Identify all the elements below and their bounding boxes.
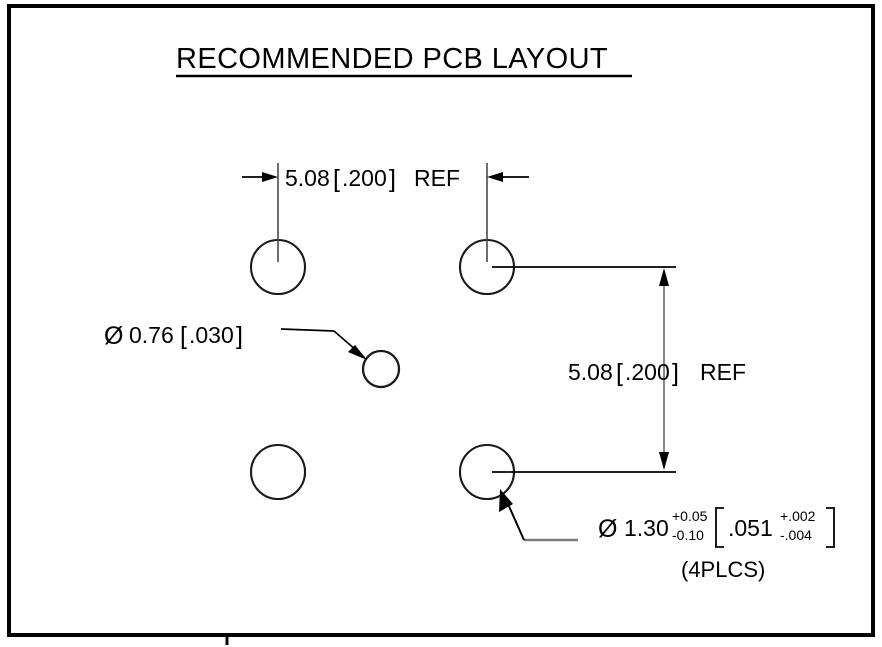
vertical-dimension-label: 5.08 [ .200 ] REF [568, 359, 746, 387]
large-hole-inch-tol-upper: +.002 [780, 508, 816, 524]
small-hole-bracket-open: [ [180, 322, 187, 350]
leader-arrow-small-hole [348, 345, 367, 360]
large-hole-bracket-open-icon [715, 507, 724, 548]
small-hole-bracket-close: ] [236, 322, 243, 350]
large-hole-value: 1.30 [624, 515, 669, 541]
dim-arrow-vertical-top [659, 268, 669, 286]
vertical-dimension-bracket-close: ] [672, 359, 679, 387]
dim-arrow-horizontal-left [262, 172, 278, 182]
dim-arrow-vertical-bottom [659, 452, 669, 470]
large-hole-tol-lower: -0.10 [672, 527, 704, 543]
page-title: RECOMMENDED PCB LAYOUT [176, 43, 608, 75]
large-hole-tol-upper: +0.05 [672, 508, 708, 524]
dim-arrow-horizontal-right [487, 172, 503, 182]
horizontal-dimension-inch-value: .200 [342, 165, 387, 191]
large-hole-inch-tol-lower: -.004 [780, 527, 812, 543]
horizontal-dimension-reference: REF [414, 165, 460, 191]
large-hole-callout-label: Ø 1.30 +0.05 -0.10 .051 +.002 -.004 [598, 507, 835, 548]
small-hole-inch-value: .030 [189, 322, 234, 348]
small-hole-callout-label: Ø 0.76 [ .030 ] [104, 322, 243, 350]
drawing-frame-border [7, 4, 875, 637]
leader-arrow-large-hole [499, 489, 513, 512]
horizontal-dimension-bracket-close: ] [389, 165, 396, 193]
large-hole-inch-value: .051 [728, 515, 773, 541]
horizontal-dimension-label: 5.08 [ .200 ] REF [285, 165, 460, 193]
horizontal-dimension-value: 5.08 [285, 165, 330, 191]
diameter-symbol-large-icon: Ø [598, 515, 617, 543]
places-note: (4PLCS) [681, 557, 765, 582]
leader-landing-small-hole [280, 328, 335, 332]
large-hole-bracket-close-icon [826, 507, 835, 548]
vertical-dimension-value: 5.08 [568, 359, 613, 385]
vertical-dimension-inch-value: .200 [625, 359, 670, 385]
pad-center-small [361, 349, 401, 389]
vertical-dimension-reference: REF [700, 359, 746, 385]
pad-bottom-left [249, 443, 307, 501]
diameter-symbol-icon: Ø [104, 322, 123, 350]
horizontal-dimension-bracket-open: [ [333, 165, 340, 193]
small-hole-value: 0.76 [129, 322, 174, 348]
vertical-dimension-bracket-open: [ [616, 359, 623, 387]
